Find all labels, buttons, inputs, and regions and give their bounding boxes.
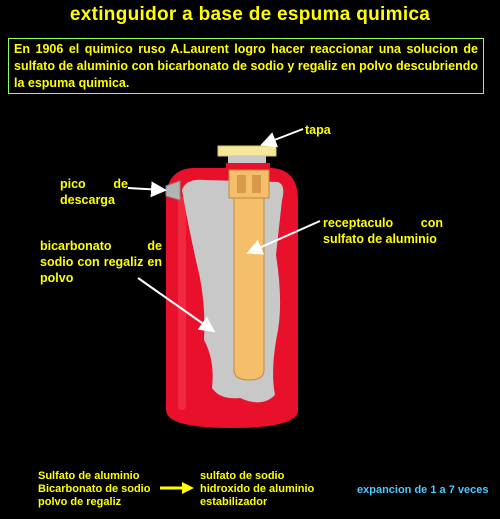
reactant-2: Bicarbonato de sodio xyxy=(38,483,151,495)
reaction-products: sulfato de sodio hidroxido de aluminio e… xyxy=(200,470,314,509)
label-pico-descarga: pico de descarga xyxy=(60,177,128,207)
diagram-title: extinguidor a base de espuma quimica xyxy=(69,4,431,25)
label-bicarbonato: bicarbonato de sodio con regaliz en polv… xyxy=(40,239,162,285)
pico-arrow xyxy=(127,181,167,198)
reaction-reactants: Sulfato de aluminio Bicarbonato de sodio… xyxy=(38,470,150,509)
reaction-arrow-icon xyxy=(160,482,194,494)
top-cap xyxy=(217,145,277,157)
receptacle-tube xyxy=(233,197,265,381)
reactant-3: polvo de regaliz xyxy=(38,496,122,508)
tapa-arrow xyxy=(260,128,304,148)
bicarbonato-arrow xyxy=(137,277,216,333)
expansion-note: expancion de 1 a 7 veces xyxy=(357,484,489,496)
reactant-1: Sulfato de aluminio xyxy=(38,470,140,482)
receptaculo-arrow xyxy=(246,220,321,255)
label-receptaculo: receptaculo con sulfato de aluminio xyxy=(323,216,443,246)
receptacle-slot-2 xyxy=(252,175,261,193)
receptacle-slot-1 xyxy=(237,175,246,193)
product-1: sulfato de sodio xyxy=(200,470,285,482)
receptacle-head xyxy=(228,169,270,199)
cap-neck xyxy=(228,156,266,164)
product-3: estabilizador xyxy=(200,496,268,508)
intro-text-box: En 1906 el quimico ruso A.Laurent logro … xyxy=(8,38,484,94)
label-tapa: tapa xyxy=(305,123,331,137)
cap-seal xyxy=(226,163,270,168)
product-2: hidroxido de aluminio xyxy=(200,483,315,495)
extinguisher-shine xyxy=(178,196,186,410)
